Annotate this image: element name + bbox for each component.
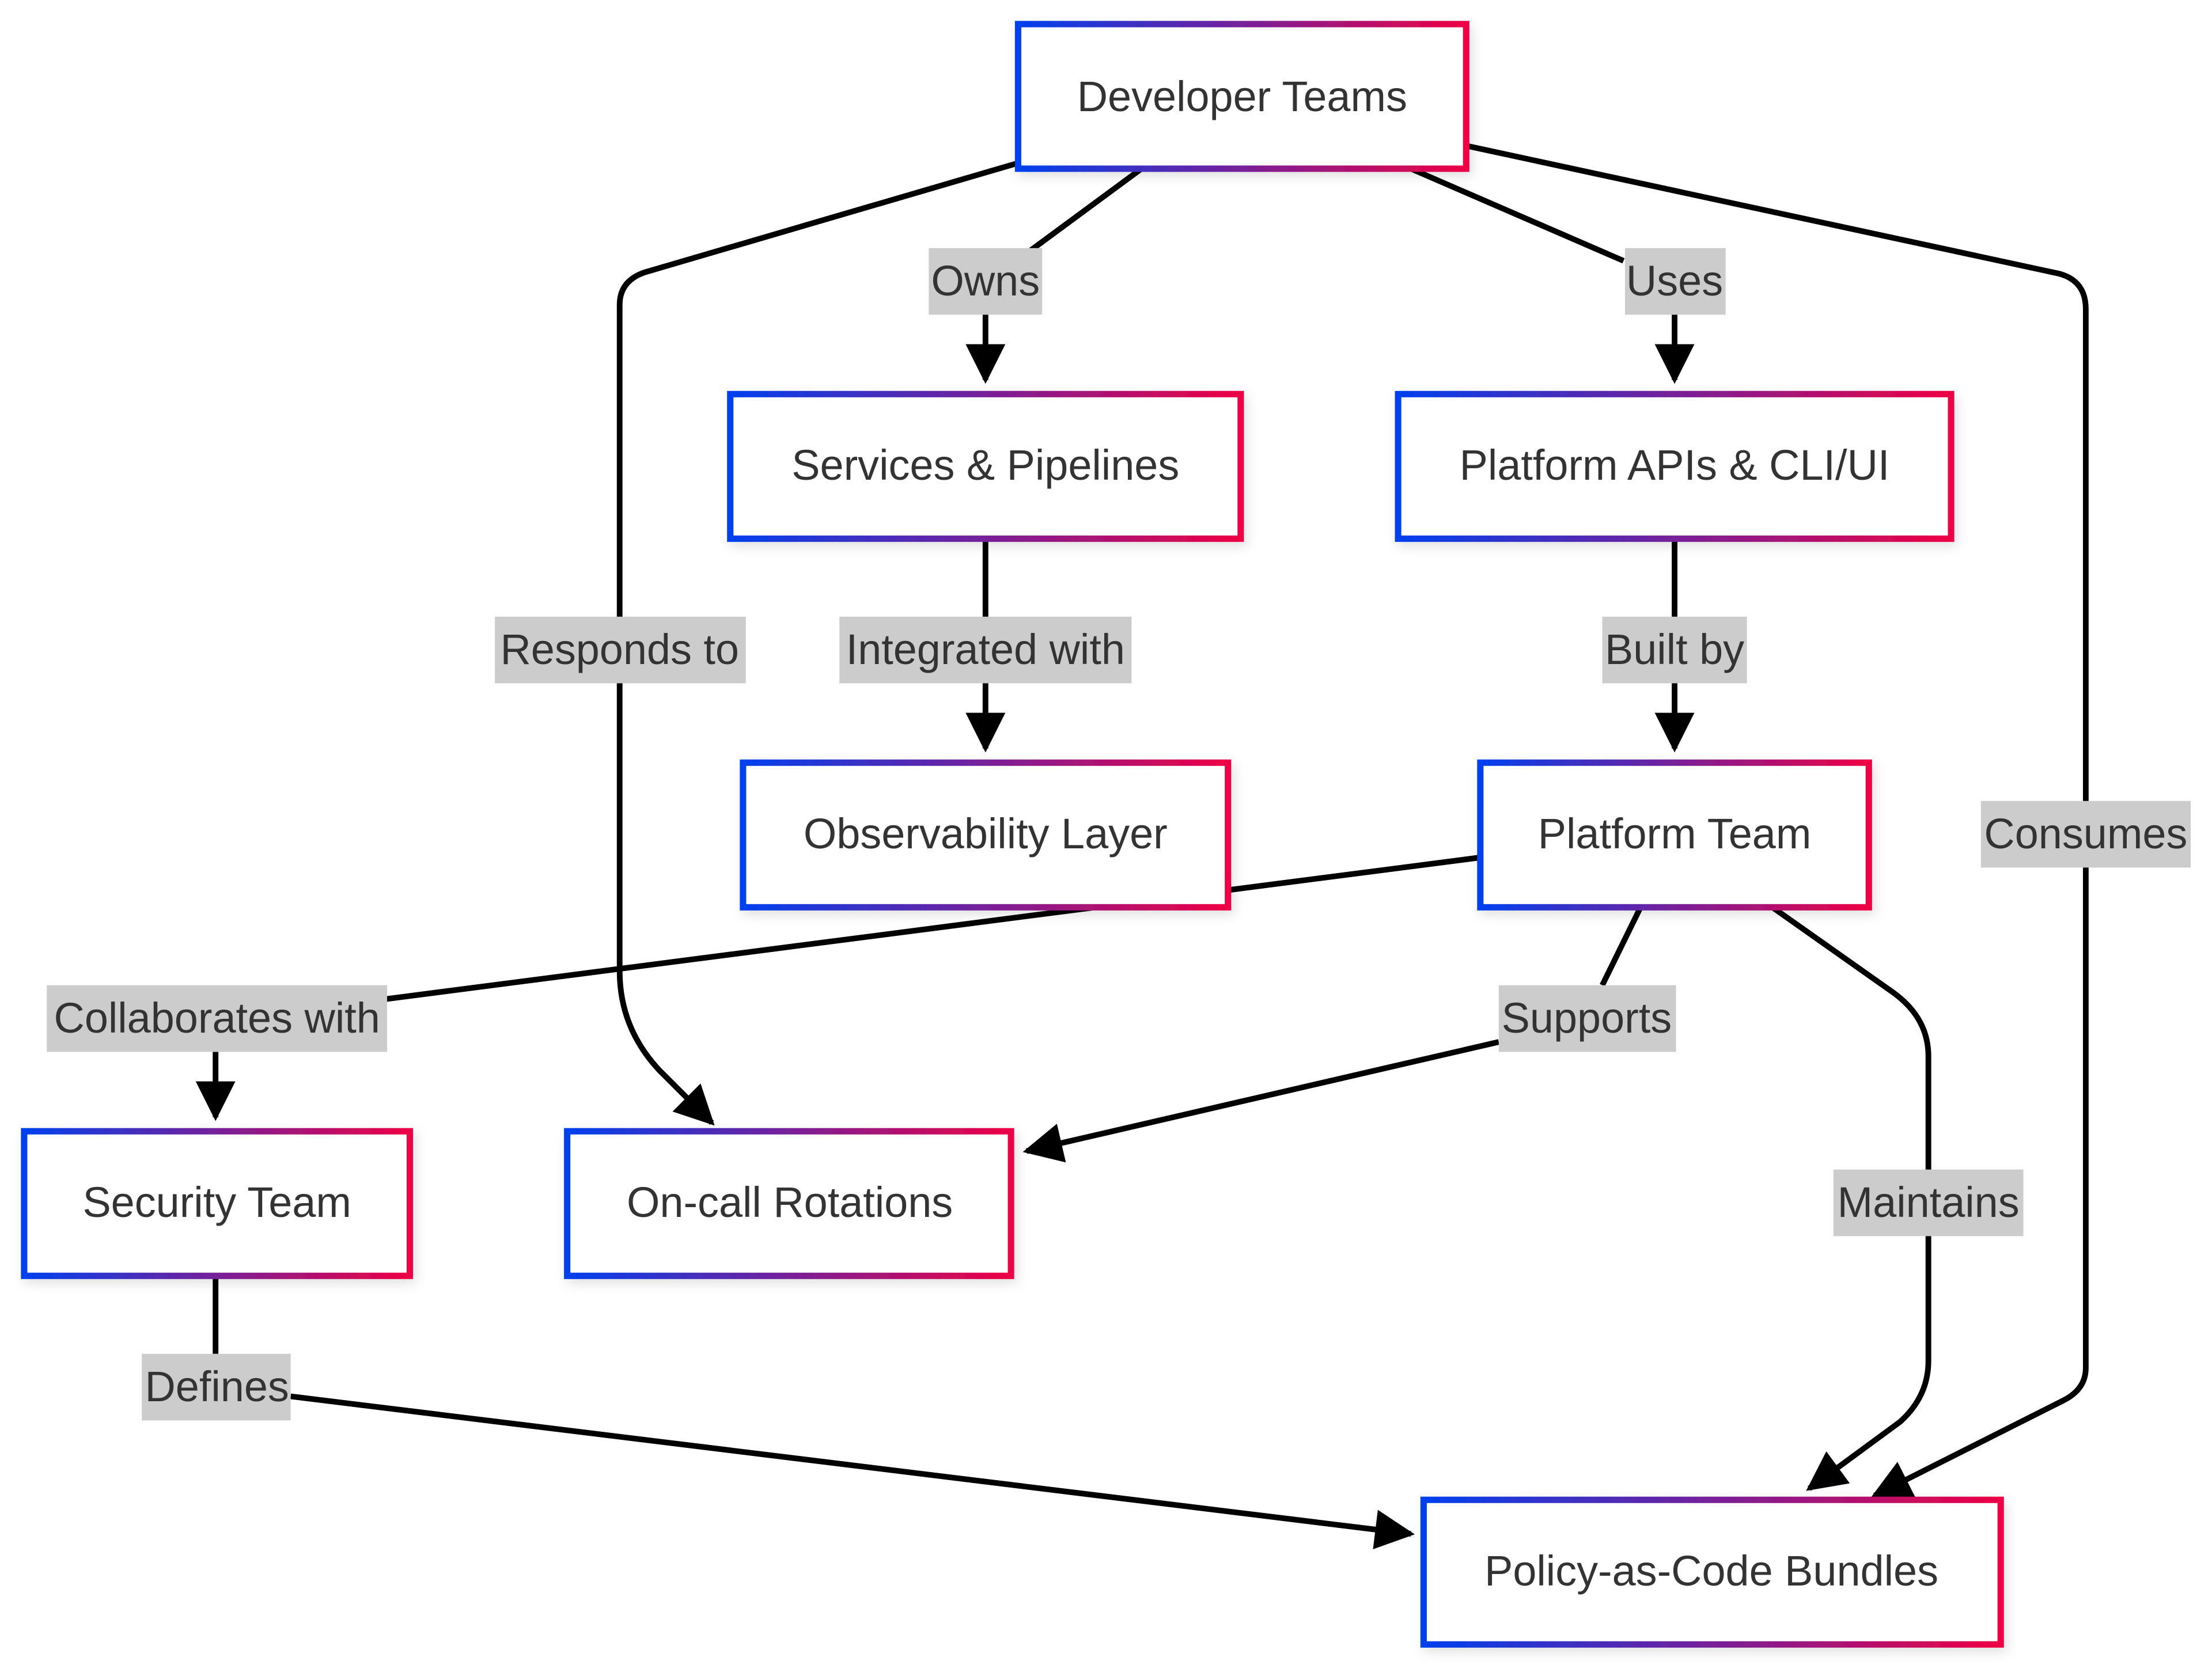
edge-dev-api	[1410, 166, 1675, 380]
edge-plat-oncall	[1027, 906, 1643, 1151]
label-maintains: Maintains	[1833, 1169, 2024, 1237]
svg-text:Services & Pipelines: Services & Pipelines	[791, 441, 1179, 489]
label-integrated-with: Integrated with	[839, 616, 1132, 684]
label-supports: Supports	[1498, 985, 1676, 1052]
edge-dev-svc	[986, 166, 1143, 380]
node-developer-teams[interactable]: Developer Teams	[1014, 21, 1469, 172]
svg-text:On-call Rotations: On-call Rotations	[627, 1178, 953, 1226]
svg-text:Maintains: Maintains	[1838, 1178, 2020, 1226]
node-security-team[interactable]: Security Team	[21, 1128, 413, 1279]
svg-text:Responds to: Responds to	[500, 625, 739, 673]
svg-text:Consumes: Consumes	[1984, 810, 2187, 858]
label-built-by: Built by	[1602, 616, 1747, 684]
label-consumes: Consumes	[1980, 801, 2191, 868]
label-owns: Owns	[929, 248, 1043, 315]
svg-text:Security Team: Security Team	[82, 1178, 351, 1226]
svg-text:Observability Layer: Observability Layer	[804, 810, 1168, 858]
label-collaborates-with: Collaborates with	[47, 985, 388, 1052]
svg-text:Built by: Built by	[1605, 625, 1744, 673]
svg-text:Platform APIs & CLI/UI: Platform APIs & CLI/UI	[1460, 441, 1890, 489]
edge-plat-sec	[382, 855, 1479, 1003]
svg-text:Developer Teams: Developer Teams	[1077, 73, 1407, 120]
svg-text:Platform Team: Platform Team	[1538, 810, 1812, 858]
edge-sec-policy-arrow	[290, 1393, 1415, 1549]
svg-text:Collaborates with: Collaborates with	[54, 994, 380, 1042]
edge-dev-oncall	[616, 160, 1019, 1126]
svg-text:Supports: Supports	[1502, 994, 1672, 1042]
svg-text:Uses: Uses	[1626, 257, 1723, 305]
label-uses: Uses	[1624, 248, 1726, 315]
label-defines: Defines	[142, 1353, 291, 1421]
node-services-pipelines[interactable]: Services & Pipelines	[727, 390, 1244, 542]
label-responds-to: Responds to	[495, 616, 746, 684]
node-on-call-rotations[interactable]: On-call Rotations	[564, 1128, 1014, 1279]
svg-text:Policy-as-Code Bundles: Policy-as-Code Bundles	[1484, 1547, 1938, 1595]
nodes: Developer Teams Services & Pipelines Pla…	[21, 21, 2004, 1648]
node-platform-apis[interactable]: Platform APIs & CLI/UI	[1395, 390, 1955, 542]
svg-text:Owns: Owns	[931, 257, 1040, 305]
node-platform-team[interactable]: Platform Team	[1477, 759, 1872, 911]
node-observability-layer[interactable]: Observability Layer	[740, 759, 1232, 911]
svg-text:Defines: Defines	[145, 1363, 289, 1410]
edge-dev-policy	[1467, 143, 2089, 1499]
edge-labels: Owns Uses Responds to Consumes Integrate…	[47, 248, 2191, 1421]
node-policy-as-code-bundles[interactable]: Policy-as-Code Bundles	[1420, 1496, 2004, 1648]
svg-text:Integrated with: Integrated with	[846, 625, 1125, 673]
